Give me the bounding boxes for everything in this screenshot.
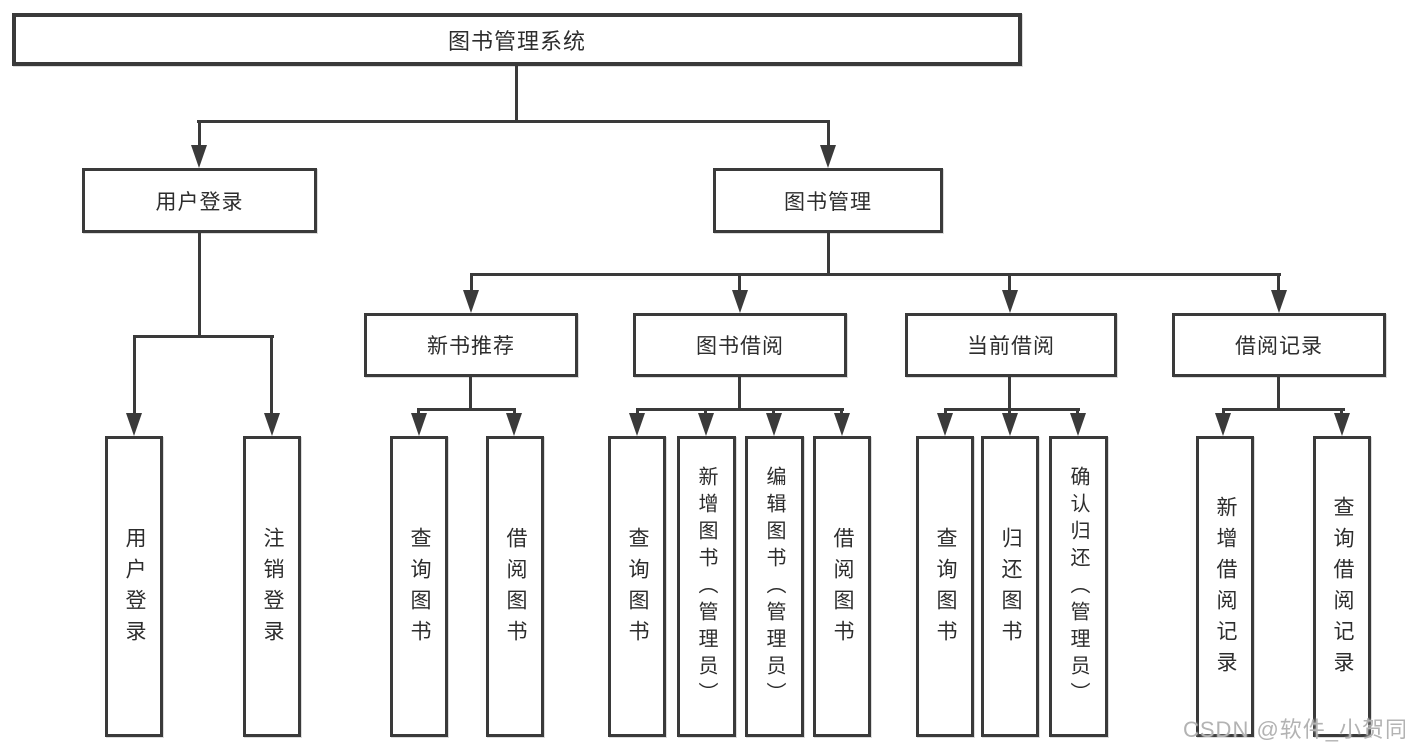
leaf-query-books-borrowing: 查询图书: [608, 436, 666, 737]
connector-line: [469, 375, 472, 410]
arrowhead-down: [820, 145, 836, 168]
leaf-borrow-books-newbook: 借阅图书: [486, 436, 544, 737]
connector-line: [827, 120, 830, 148]
leaf-edit-books-admin: 编辑图书（管理员）: [745, 436, 804, 737]
connector-line: [515, 64, 518, 122]
node-new-book-recommend: 新书推荐: [364, 313, 578, 377]
arrowhead-down: [1334, 413, 1350, 436]
connector-line: [470, 273, 1281, 276]
arrowhead-down: [1070, 413, 1086, 436]
connector-line: [198, 120, 201, 148]
connector-line: [738, 273, 741, 293]
connector-line: [840, 408, 843, 416]
leaf-logout-login: 注销登录: [243, 436, 301, 737]
leaf-confirm-return-admin: 确认归还（管理员）: [1049, 436, 1108, 737]
arrowhead-down: [1002, 413, 1018, 436]
connector-line: [944, 408, 1080, 411]
leaf-add-books-admin: 新增图书（管理员）: [677, 436, 736, 737]
connector-line: [197, 120, 830, 123]
arrowhead-down: [264, 413, 280, 436]
arrowhead-down: [1271, 290, 1287, 313]
connector-line: [417, 408, 420, 416]
connector-line: [1277, 273, 1280, 293]
node-library-management-system: 图书管理系统: [12, 13, 1022, 66]
arrowhead-down: [834, 413, 850, 436]
arrowhead-down: [1002, 290, 1018, 313]
connector-line: [704, 408, 707, 416]
arrowhead-down: [506, 413, 522, 436]
node-book-management: 图书管理: [713, 168, 943, 233]
connector-line: [1008, 375, 1011, 410]
connector-line: [1008, 273, 1011, 293]
connector-line: [827, 231, 830, 275]
node-borrowing-records: 借阅记录: [1172, 313, 1386, 377]
leaf-add-borrow-record: 新增借阅记录: [1196, 436, 1254, 737]
connector-line: [772, 408, 775, 416]
arrowhead-down: [732, 290, 748, 313]
arrowhead-down: [191, 145, 207, 168]
leaf-query-books-current: 查询图书: [916, 436, 974, 737]
leaf-user-login: 用户登录: [105, 436, 163, 737]
leaf-query-borrow-record: 查询借阅记录: [1313, 436, 1371, 737]
leaf-query-books-newbook: 查询图书: [390, 436, 448, 737]
connector-line: [1222, 408, 1225, 416]
connector-line: [198, 231, 201, 337]
connector-line: [270, 335, 273, 416]
connector-line: [944, 408, 947, 416]
connector-line: [1076, 408, 1079, 416]
connector-line: [1277, 375, 1280, 410]
arrowhead-down: [1215, 413, 1231, 436]
connector-line: [1340, 408, 1343, 416]
arrowhead-down: [698, 413, 714, 436]
node-book-borrowing: 图书借阅: [633, 313, 847, 377]
connector-line: [738, 375, 741, 410]
watermark: CSDN @软件_小贺同学: [1183, 717, 1405, 742]
connector-line: [470, 273, 473, 293]
arrowhead-down: [126, 413, 142, 436]
leaf-return-books: 归还图书: [981, 436, 1039, 737]
connector-line: [1222, 408, 1345, 411]
arrowhead-down: [629, 413, 645, 436]
connector-line: [133, 335, 274, 338]
connector-line: [417, 408, 516, 411]
arrowhead-down: [766, 413, 782, 436]
arrowhead-down: [937, 413, 953, 436]
connector-line: [133, 335, 136, 416]
connector-line: [636, 408, 639, 416]
connector-line: [1008, 408, 1011, 416]
leaf-borrow-books-borrowing: 借阅图书: [813, 436, 871, 737]
node-current-borrowing: 当前借阅: [905, 313, 1117, 377]
node-user-login: 用户登录: [82, 168, 317, 233]
arrowhead-down: [411, 413, 427, 436]
arrowhead-down: [463, 290, 479, 313]
connector-line: [636, 408, 844, 411]
connector-line: [513, 408, 516, 416]
